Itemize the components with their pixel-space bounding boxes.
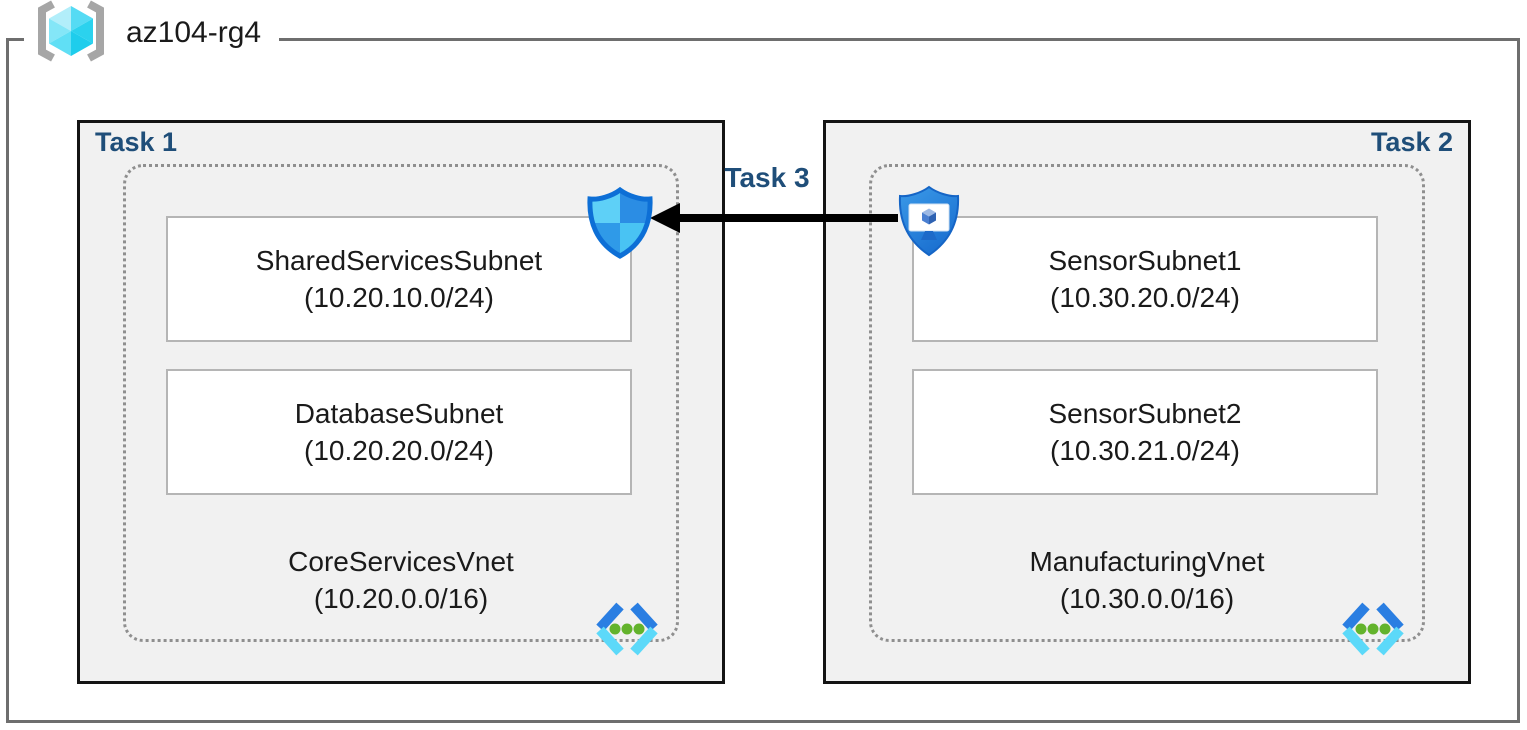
database-subnet-box: DatabaseSubnet (10.20.20.0/24) bbox=[166, 369, 632, 495]
virtual-network-icon bbox=[592, 601, 662, 657]
sensor-subnet1-box: SensorSubnet1 (10.30.20.0/24) bbox=[912, 216, 1378, 342]
resource-group-frame bbox=[6, 38, 1520, 723]
network-security-group-icon bbox=[586, 186, 654, 259]
task3-arrow bbox=[650, 203, 898, 233]
core-services-vnet-label: CoreServicesVnet (10.20.0.0/16) bbox=[123, 543, 679, 617]
virtual-network-icon bbox=[1338, 601, 1408, 657]
sensor-subnet2-box: SensorSubnet2 (10.30.21.0/24) bbox=[912, 369, 1378, 495]
task3-label: Task 3 bbox=[724, 162, 810, 193]
resource-group-name: az104-rg4 bbox=[126, 16, 262, 49]
subnet-cidr: (10.30.20.0/24) bbox=[1050, 282, 1240, 313]
manufacturing-vnet-box bbox=[869, 164, 1425, 642]
shared-services-subnet-box: SharedServicesSubnet (10.20.10.0/24) bbox=[166, 216, 632, 342]
bastion-icon bbox=[896, 185, 962, 257]
vnet-cidr: (10.30.0.0/16) bbox=[1059, 583, 1235, 614]
task1-group-box: Task 1 SharedServicesSubnet (10.20.10.0/… bbox=[77, 120, 725, 684]
subnet-cidr: (10.30.21.0/24) bbox=[1050, 435, 1240, 466]
resource-group-icon bbox=[36, 0, 106, 67]
subnet-cidr: (10.20.20.0/24) bbox=[304, 435, 494, 466]
resource-group-legend: az104-rg4 bbox=[24, 0, 280, 67]
vnet-name: CoreServicesVnet bbox=[288, 546, 514, 577]
core-services-vnet-box bbox=[123, 164, 679, 642]
vnet-cidr: (10.20.0.0/16) bbox=[313, 583, 489, 614]
subnet-name: SharedServicesSubnet bbox=[255, 245, 543, 276]
task2-group-box: Task 2 SensorSubnet1 (10.30.20.0/24) Sen… bbox=[823, 120, 1471, 684]
subnet-name: SensorSubnet1 bbox=[1048, 245, 1242, 276]
manufacturing-vnet-label: ManufacturingVnet (10.30.0.0/16) bbox=[869, 543, 1425, 617]
vnet-name: ManufacturingVnet bbox=[1029, 546, 1265, 577]
subnet-name: DatabaseSubnet bbox=[294, 398, 504, 429]
task1-label: Task 1 bbox=[95, 127, 178, 157]
subnet-cidr: (10.20.10.0/24) bbox=[304, 282, 494, 313]
task2-label: Task 2 bbox=[1370, 127, 1453, 157]
subnet-name: SensorSubnet2 bbox=[1048, 398, 1242, 429]
